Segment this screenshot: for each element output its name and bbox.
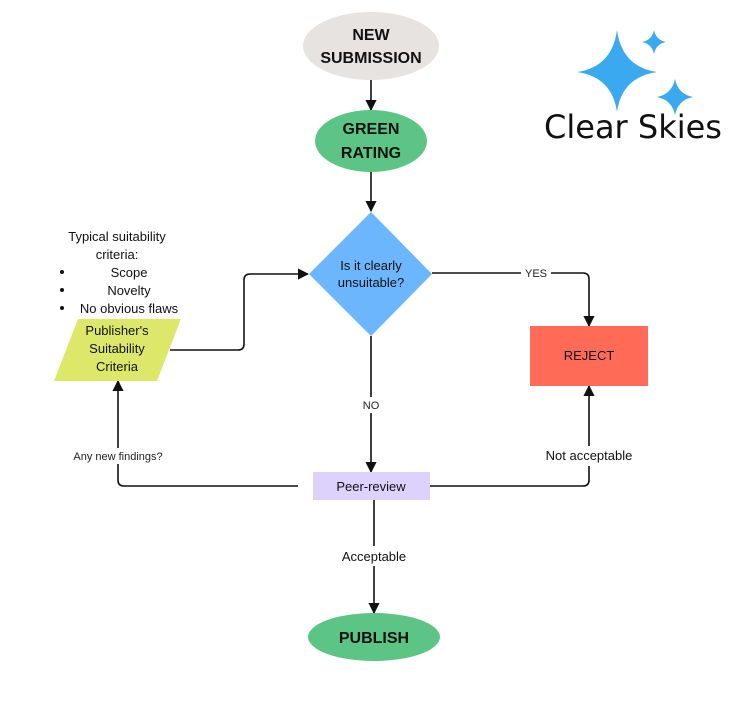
- edge-decision-yes-to-reject: [432, 272, 595, 328]
- no-label: NO: [363, 400, 380, 412]
- green-rating-label-line2: RATING: [341, 145, 401, 162]
- acceptable-label: Acceptable: [342, 549, 406, 564]
- peer-review-label: Peer-review: [336, 479, 406, 494]
- small-star-icon: [642, 30, 666, 54]
- decision-label-line1: Is it clearly: [340, 258, 402, 273]
- new-submission-label-line1: NEW: [352, 27, 390, 44]
- reject-label: REJECT: [564, 348, 615, 363]
- not-acceptable-label-bg: [530, 446, 648, 466]
- decision-node: Is it clearly unsuitable?: [309, 212, 432, 336]
- bullet-icon: [60, 270, 64, 274]
- criteria-note-line1: Typical suitability: [68, 229, 166, 244]
- criteria-label-line1: Publisher's: [85, 323, 149, 338]
- bullet-icon: [60, 288, 64, 292]
- decision-label-line2: unsuitable?: [338, 275, 405, 290]
- green-rating-node: GREEN RATING: [315, 110, 427, 172]
- brand-name: Clear Skies: [544, 108, 722, 146]
- criteria-item-novelty: Novelty: [107, 283, 151, 298]
- bullet-icon: [60, 306, 64, 310]
- criteria-item-scope: Scope: [111, 265, 148, 280]
- criteria-node: Publisher's Suitability Criteria: [54, 319, 181, 381]
- edge-peer-review-to-reject: [430, 384, 595, 487]
- criteria-item-no-obvious-flaws: No obvious flaws: [80, 301, 179, 316]
- no-label-bg: [357, 397, 385, 413]
- publish-node: PUBLISH: [308, 613, 440, 661]
- yes-label-bg: [521, 266, 551, 280]
- publish-label: PUBLISH: [339, 630, 409, 647]
- brand-stars-icon: [577, 30, 693, 115]
- criteria-note: Typical suitability criteria: Scope Nove…: [60, 229, 179, 316]
- edge-peer-review-to-criteria: [112, 379, 298, 487]
- new-submission-node: NEW SUBMISSION: [303, 12, 439, 80]
- any-new-findings-label: Any new findings?: [73, 451, 162, 463]
- criteria-note-line2: criteria:: [96, 247, 139, 262]
- medium-star-icon: [657, 79, 693, 115]
- acceptable-label-bg: [333, 546, 415, 566]
- large-star-icon: [577, 30, 657, 112]
- criteria-label-line3: Criteria: [96, 359, 139, 374]
- reject-node: REJECT: [530, 326, 648, 386]
- yes-label: YES: [525, 268, 547, 280]
- peer-review-node: Peer-review: [313, 472, 430, 500]
- edge-criteria-to-decision: [170, 268, 310, 351]
- green-rating-label-line1: GREEN: [343, 121, 400, 138]
- new-submission-label-line2: SUBMISSION: [320, 50, 421, 67]
- any-new-findings-label-bg: [63, 448, 173, 464]
- criteria-label-line2: Suitability: [89, 341, 145, 356]
- not-acceptable-label: Not acceptable: [546, 448, 633, 463]
